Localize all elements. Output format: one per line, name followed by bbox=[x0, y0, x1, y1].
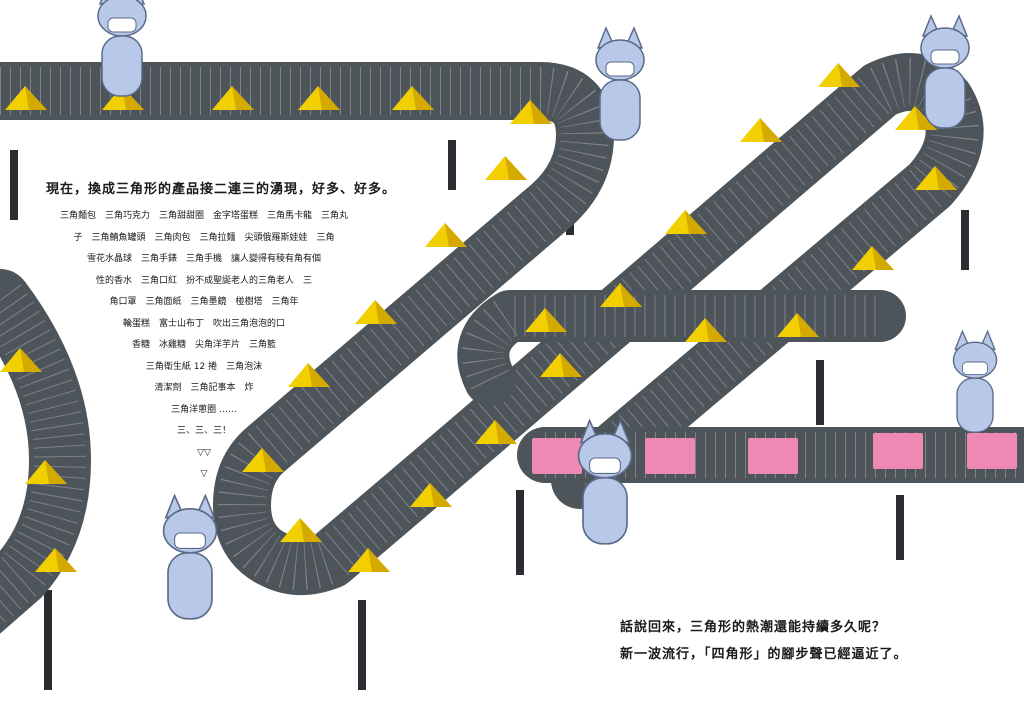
yellow-triangle-shade bbox=[232, 86, 254, 110]
yellow-triangle-shade bbox=[530, 100, 552, 124]
cat-body bbox=[101, 35, 143, 97]
yellow-triangle-shade bbox=[935, 166, 957, 190]
cat-mask bbox=[174, 532, 206, 549]
pink-box bbox=[645, 438, 695, 474]
cat-worker bbox=[595, 26, 645, 141]
cat-worker bbox=[577, 418, 633, 545]
cat-body bbox=[167, 551, 213, 620]
conveyor-items bbox=[0, 63, 1017, 572]
pink-box bbox=[532, 438, 582, 474]
yellow-triangle-shade bbox=[25, 86, 47, 110]
yellow-triangle-shade bbox=[368, 548, 390, 572]
yellow-triangle-shade bbox=[412, 86, 434, 110]
cat-worker bbox=[97, 0, 147, 97]
conveyor-belt bbox=[0, 269, 91, 634]
yellow-triangle-shade bbox=[545, 308, 567, 332]
cat-body bbox=[924, 67, 966, 129]
yellow-triangle-shade bbox=[797, 313, 819, 337]
cat-worker bbox=[952, 329, 998, 433]
product-list-line: 三角洋蔥圈 …… bbox=[171, 404, 237, 415]
product-list-line: 三角衛生紙 12 捲 三角泡沫 bbox=[145, 361, 263, 372]
yellow-triangle-shade bbox=[20, 348, 42, 372]
product-list-line: 清潔劑 三角記事本 炸 bbox=[154, 383, 254, 393]
cat-body bbox=[956, 377, 994, 433]
cat-worker bbox=[162, 493, 218, 620]
yellow-triangle-shade bbox=[705, 318, 727, 342]
yellow-triangle-shade bbox=[45, 460, 67, 484]
pink-box bbox=[873, 433, 923, 469]
product-list: 三角麵包 三角巧克力 三角甜甜圈 金字塔蛋糕 三角馬卡龍 三角丸 子 三角鯖魚罐… bbox=[44, 206, 364, 486]
conveyor-belt bbox=[457, 290, 906, 406]
cat-mask bbox=[961, 361, 989, 376]
yellow-triangle-shade bbox=[620, 283, 642, 307]
yellow-triangle-shade bbox=[760, 118, 782, 142]
yellow-triangle-shade bbox=[445, 223, 467, 247]
cat-mask bbox=[107, 17, 137, 33]
product-list-line: ▽ bbox=[200, 469, 208, 479]
yellow-triangle-shade bbox=[505, 156, 527, 180]
yellow-triangle-shade bbox=[308, 363, 330, 387]
cat-body bbox=[599, 79, 641, 141]
yellow-triangle-shade bbox=[685, 210, 707, 234]
pink-box bbox=[748, 438, 798, 474]
product-list-line: ▽▽ bbox=[197, 447, 211, 458]
product-list-line: 香糖 冰雞糖 尖角洋芋片 三角籃 bbox=[131, 340, 276, 350]
cat-mask bbox=[930, 49, 960, 65]
intro-text: 現在，換成三角形的產品接二連三的湧現，好多、好多。 bbox=[46, 182, 397, 197]
yellow-triangle-shade bbox=[838, 63, 860, 87]
product-list-line: 子 三角鯖魚罐頭 三角肉包 三角拉麵 尖頭俄羅斯娃娃 三角 bbox=[73, 232, 335, 243]
product-list-line: 雪花水晶球 三角手錶 三角手機 讓人變得有稜有角有個 bbox=[86, 254, 321, 264]
yellow-triangle-shade bbox=[300, 518, 322, 542]
yellow-triangle-shade bbox=[560, 353, 582, 377]
cat-worker bbox=[920, 14, 970, 129]
closing-line: 話說回來，三角形的熱潮還能持續多久呢？ bbox=[620, 620, 887, 635]
product-list-line: 三、三、三！ bbox=[176, 426, 231, 436]
closing-text: 話說回來，三角形的熱潮還能持續多久呢？ 新一波流行，「四角形」的腳步聲已經逼近了… bbox=[620, 614, 908, 668]
product-list-line: 輪蛋糕 富士山布丁 吹出三角泡泡的口 bbox=[122, 318, 285, 329]
yellow-triangle-shade bbox=[55, 548, 77, 572]
cat-mask bbox=[589, 457, 621, 474]
yellow-triangle-shade bbox=[375, 300, 397, 324]
yellow-triangle-shade bbox=[262, 448, 284, 472]
cat-body bbox=[582, 476, 628, 545]
closing-line: 新一波流行，「四角形」的腳步聲已經逼近了。 bbox=[620, 647, 908, 662]
pink-box bbox=[967, 433, 1017, 469]
yellow-triangle-shade bbox=[430, 483, 452, 507]
yellow-triangle-shade bbox=[318, 86, 340, 110]
cat-mask bbox=[605, 61, 635, 77]
product-list-line: 三角麵包 三角巧克力 三角甜甜圈 金字塔蛋糕 三角馬卡龍 三角丸 bbox=[59, 211, 348, 221]
product-list-line: 性的香水 三角口紅 扮不成聖誕老人的三角老人 三 bbox=[95, 275, 312, 286]
belt-stripes bbox=[462, 295, 880, 390]
product-list-line: 角口罩 三角面紙 三角墨鏡 椪樹塔 三角年 bbox=[109, 297, 299, 307]
cat-workers bbox=[97, 0, 998, 620]
yellow-triangle-shade bbox=[872, 246, 894, 270]
yellow-triangle-shade bbox=[495, 420, 517, 444]
